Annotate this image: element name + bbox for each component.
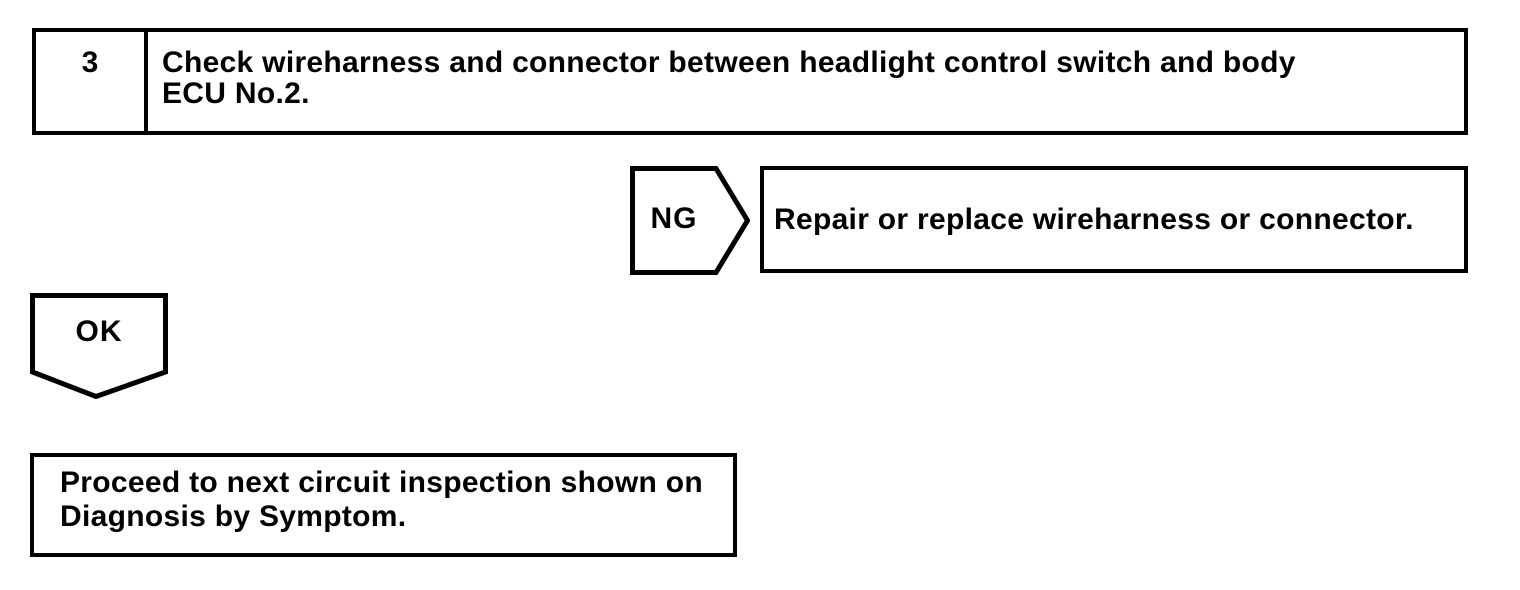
ok-pentagon-arrow-icon (30, 293, 168, 399)
step-instruction-line1: Check wireharness and connector between … (162, 46, 1296, 79)
step-number: 3 (36, 32, 148, 131)
step-instruction: Check wireharness and connector between … (148, 32, 1464, 131)
step-instruction-line2: ECU No.2. (162, 77, 310, 110)
ok-action-line2: Diagnosis by Symptom. (60, 500, 407, 533)
ok-connector: OK (30, 293, 168, 399)
ng-action-box: Repair or replace wireharness or connect… (760, 166, 1468, 273)
step-box: 3 Check wireharness and connector betwee… (32, 28, 1468, 135)
ok-label: OK (75, 315, 123, 348)
ok-action-line1: Proceed to next circuit inspection shown… (60, 466, 703, 499)
ng-action-text: Repair or replace wireharness or connect… (774, 202, 1414, 236)
ng-connector: NG (630, 166, 750, 275)
ok-action-box: Proceed to next circuit inspection shown… (30, 453, 737, 557)
ng-pentagon-arrow-icon (630, 166, 750, 275)
ng-label: NG (650, 201, 698, 235)
